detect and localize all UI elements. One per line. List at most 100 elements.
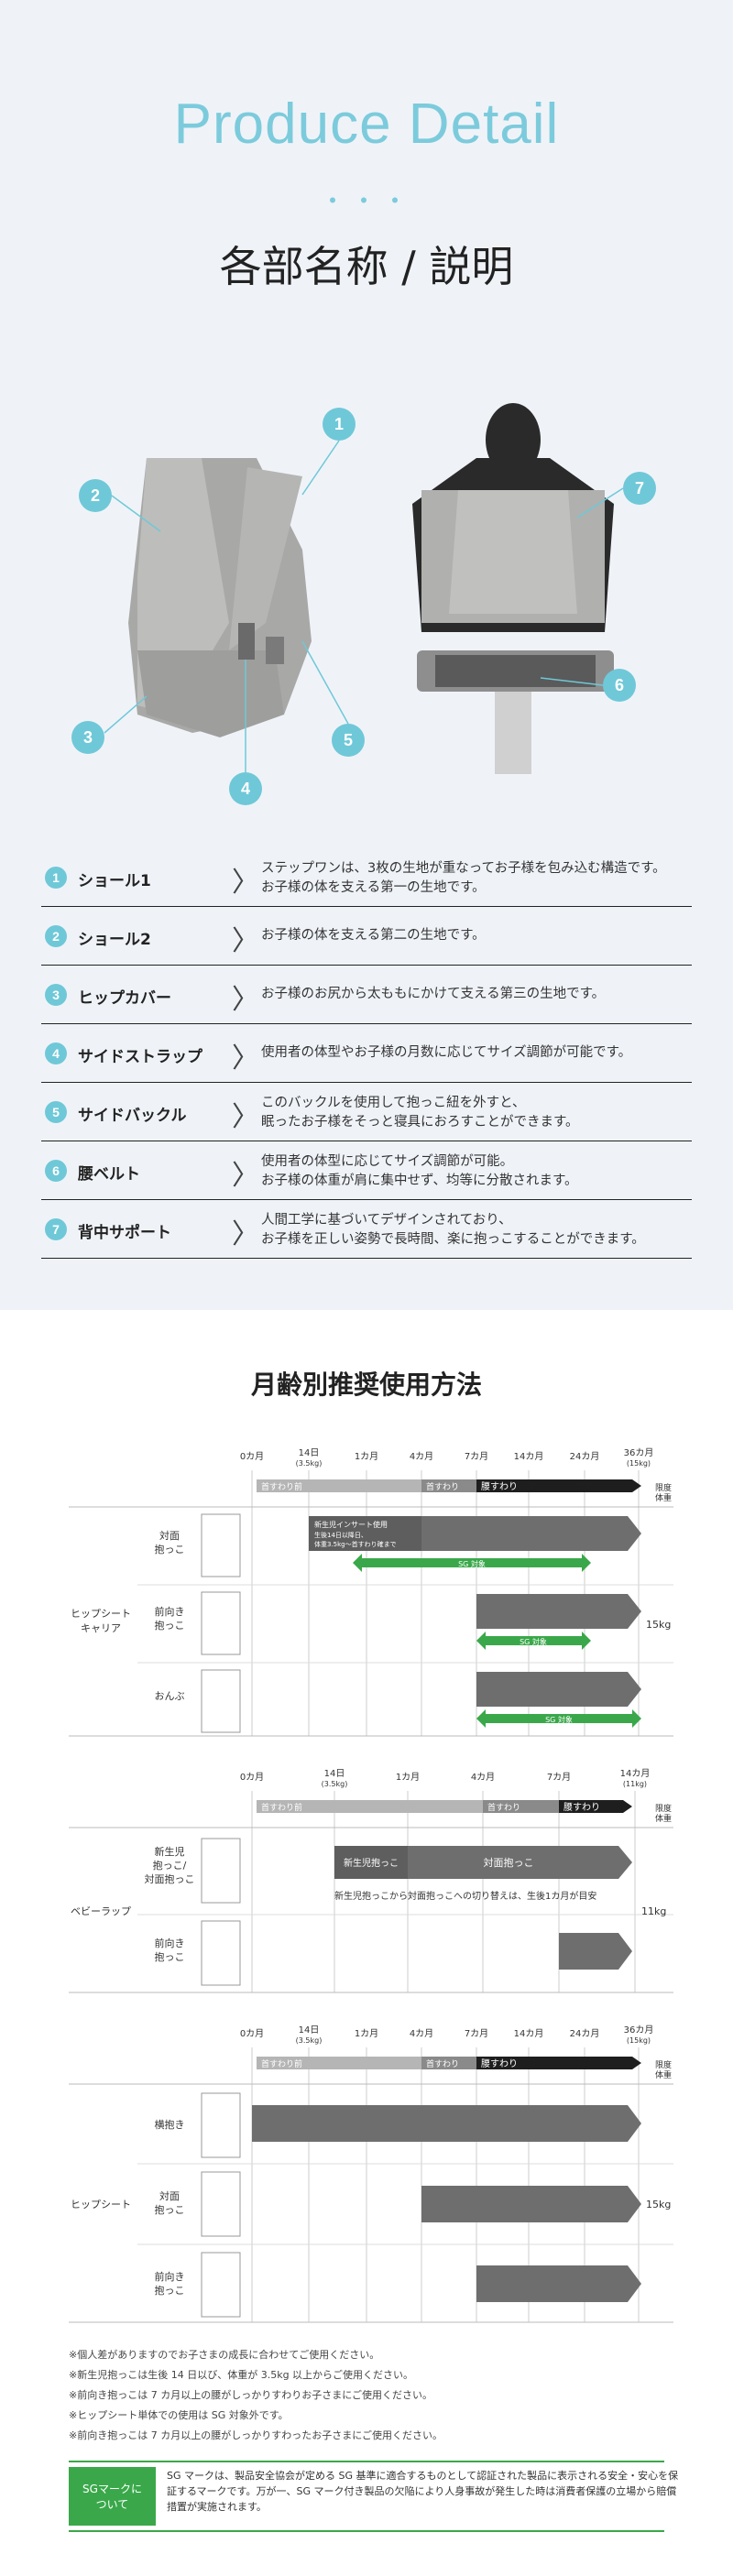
insert-bar xyxy=(309,1516,421,1551)
phase-label: 首すわり xyxy=(426,1481,459,1492)
row-label: 新生児 xyxy=(155,1845,185,1858)
pose-icon xyxy=(201,1591,241,1655)
tick-label: 24カ月 xyxy=(570,2028,600,2039)
newborn-bar xyxy=(334,1846,408,1879)
sg-mark-label: SGマークに ついて xyxy=(69,2467,156,2526)
tick-label: (15kg) xyxy=(627,1459,651,1468)
usage-table-hipseat: 0カ月 14日 (3.5kg) 1カ月 4カ月 7カ月 14カ月 24カ月 36… xyxy=(69,2025,673,2323)
tick-label: 14日 xyxy=(299,2025,320,2036)
footnote: ※個人差がありますのでお子さまの成長に合わせてご使用ください。 xyxy=(69,2349,380,2361)
tick-label: 0カ月 xyxy=(240,1772,264,1783)
pose-icon xyxy=(201,1513,241,1577)
part-number: 1 xyxy=(45,867,67,889)
row-label: 抱っこ xyxy=(155,2203,185,2216)
callout-7: 7 xyxy=(623,472,656,505)
weight-label: 15kg xyxy=(646,2199,671,2210)
chevron-right-icon: 〉 xyxy=(232,1042,259,1075)
tick-label: 4カ月 xyxy=(410,1451,433,1462)
pose-icon xyxy=(201,1669,241,1733)
row-label: 抱っこ/ xyxy=(153,1859,187,1872)
group-label: ヒップシート xyxy=(71,2199,131,2210)
limit-label: 限度 xyxy=(655,2059,672,2070)
pose-icon xyxy=(201,1920,241,1986)
chevron-right-icon: 〉 xyxy=(232,1101,259,1133)
usage-title: 月齢別推奨使用方法 xyxy=(250,1370,482,1400)
row-label: 抱っこ xyxy=(155,1543,185,1555)
phase-bar-2 xyxy=(483,1800,559,1813)
phase-label: 腰すわり xyxy=(481,2058,518,2069)
row-label: おんぶ xyxy=(155,1690,185,1702)
callout-2: 2 xyxy=(79,479,112,512)
chevron-right-icon: 〉 xyxy=(232,925,259,957)
part-number: 4 xyxy=(45,1042,67,1064)
pose-icon xyxy=(201,1838,241,1904)
carrier-front-image xyxy=(92,440,357,779)
tick-label: 36カ月 xyxy=(624,2025,654,2036)
part-name: ショール2 xyxy=(78,931,151,949)
part-name: 背中サポート xyxy=(78,1224,171,1242)
phase-label: 首すわり前 xyxy=(261,1802,302,1813)
sg-label: SG 対象 xyxy=(520,1637,547,1646)
sg-divider-bottom xyxy=(69,2530,664,2532)
sg-label: SG 対象 xyxy=(545,1715,573,1724)
usage-bar xyxy=(476,2265,641,2302)
pose-icon xyxy=(201,2171,241,2237)
phase-bar-3 xyxy=(476,1479,641,1492)
sg-divider-top xyxy=(69,2461,664,2462)
pose-icon xyxy=(201,2092,241,2158)
callout-6: 6 xyxy=(603,669,636,702)
carrier-front-illustration xyxy=(128,458,312,737)
usage-table-wrap: 0カ月 14日 (3.5kg) 1カ月 4カ月 7カ月 14カ月 (11kg) … xyxy=(69,1768,673,1993)
limit-label: 体重 xyxy=(655,2069,672,2080)
row-label: 前向き xyxy=(155,1937,185,1949)
sg-bar xyxy=(476,1709,641,1728)
tick-label: (3.5kg) xyxy=(296,2036,323,2045)
row-label: 抱っこ xyxy=(155,1950,185,1963)
part-number: 2 xyxy=(45,925,67,947)
part-number: 5 xyxy=(45,1101,67,1123)
row-label: 抱っこ xyxy=(155,2284,185,2297)
phase-label: 首すわり前 xyxy=(261,1481,302,1492)
tick-label: (3.5kg) xyxy=(296,1459,323,1468)
row-label: 横抱き xyxy=(155,2118,185,2131)
title-dots: ・・・ xyxy=(319,186,413,216)
tick-label: 36カ月 xyxy=(624,1447,654,1458)
row-label: 抱っこ xyxy=(155,1619,185,1632)
phase-label: 首すわり xyxy=(487,1802,520,1813)
tick-label: 0カ月 xyxy=(240,2028,264,2039)
row-label: 前向き xyxy=(155,1605,185,1618)
chevron-right-icon: 〉 xyxy=(232,1160,259,1192)
part-row: 5 サイドバックル 〉 このバックルを使用して抱っこ紐を外すと、 眠ったお子様を… xyxy=(41,1083,692,1141)
insert-note: 体重3.5kg～首すわり確まで xyxy=(314,1540,397,1548)
tick-label: 1カ月 xyxy=(355,1451,378,1462)
usage-table-carrier: 0カ月 14日 (3.5kg) 1カ月 4カ月 7カ月 14カ月 24カ月 36… xyxy=(69,1447,673,1737)
part-number: 6 xyxy=(45,1160,67,1182)
part-row: 4 サイドストラップ 〉 使用者の体型やお子様の月数に応じてサイズ調節が可能です… xyxy=(41,1024,692,1083)
page-title: Produce Detail xyxy=(173,93,560,156)
usage-bar xyxy=(421,2186,641,2222)
part-row: 6 腰ベルト 〉 使用者の体型に応じてサイズ調節が可能。 お子様の体重が肩に集中… xyxy=(41,1141,692,1200)
sg-label: SG 対象 xyxy=(458,1559,486,1568)
callout-1: 1 xyxy=(323,408,356,441)
phase-bar-1 xyxy=(257,2057,421,2069)
part-description: 人間工学に基づいてデザインされており、 お子様を正しい姿勢で長時間、楽に抱っこす… xyxy=(261,1213,645,1247)
chevron-right-icon: 〉 xyxy=(232,1218,259,1250)
switch-note: 新生児抱っこから対面抱っこへの切り替えは、生後1カ月が目安 xyxy=(334,1890,596,1902)
usage-bar xyxy=(408,1846,632,1879)
chevron-right-icon: 〉 xyxy=(232,984,259,1016)
tick-label: (15kg) xyxy=(627,2036,651,2045)
part-name: 腰ベルト xyxy=(78,1165,140,1184)
tick-label: 7カ月 xyxy=(465,2028,488,2039)
part-row: 7 背中サポート 〉 人間工学に基づいてデザインされており、 お子様を正しい姿勢… xyxy=(41,1200,692,1259)
pose-icon xyxy=(201,2252,241,2318)
usage-bar xyxy=(476,1594,641,1629)
tick-label: 14カ月 xyxy=(514,1451,544,1462)
phase-label: 首すわり前 xyxy=(261,2058,302,2069)
tick-label: 24カ月 xyxy=(570,1451,600,1462)
phase-bar-2 xyxy=(421,1479,476,1492)
row-label: 対面 xyxy=(159,1529,180,1542)
callout-4: 4 xyxy=(229,772,262,805)
usage-bar xyxy=(476,1672,641,1707)
bar-label: 対面抱っこ xyxy=(484,1856,534,1869)
part-description: ステップワンは、3枚の生地が重なってお子様を包み込む構造です。 お子様の体を支え… xyxy=(261,861,666,895)
